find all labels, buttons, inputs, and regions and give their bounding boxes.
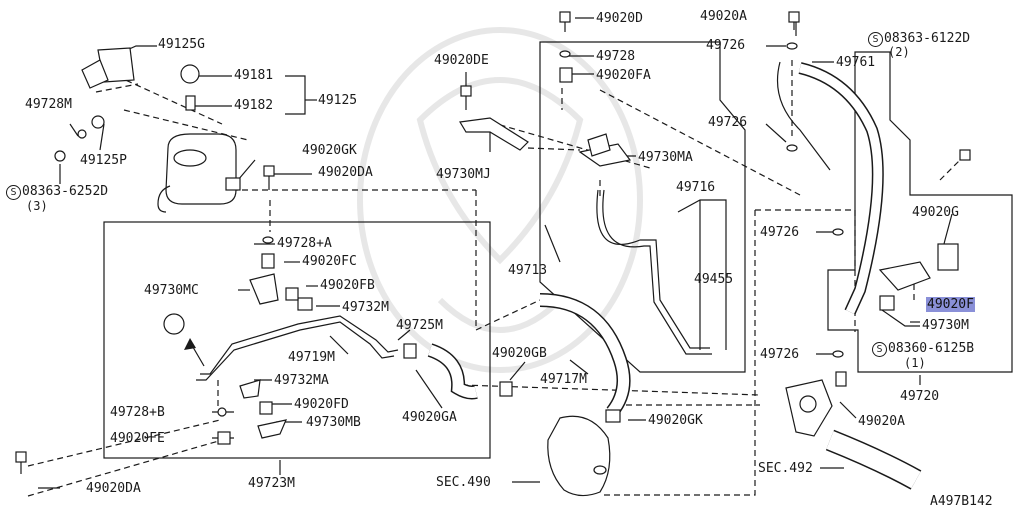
part-label-49020G: 49020G bbox=[912, 205, 959, 220]
part-label-49717M: 49717M bbox=[540, 372, 587, 387]
part-label-49020GK-bottom: 49020GK bbox=[648, 413, 703, 428]
part-label-49125: 49125 bbox=[318, 93, 358, 108]
part-number-08360-6125B: 08360-6125B bbox=[888, 341, 975, 356]
leader-lines bbox=[38, 17, 953, 489]
part-label-49182: 49182 bbox=[234, 98, 274, 113]
highlighted-part-49020F[interactable]: 49020F bbox=[926, 297, 975, 312]
part-label-49726-1: 49726 bbox=[706, 38, 746, 53]
part-label-49726-4: 49726 bbox=[760, 347, 800, 362]
part-label-49730MC: 49730MC bbox=[144, 283, 199, 298]
part-label-49720: 49720 bbox=[900, 389, 940, 404]
part-label-49020A-bottom: 49020A bbox=[858, 414, 905, 429]
part-label-49732MA: 49732MA bbox=[274, 373, 329, 388]
part-label-49020DA-top: 49020DA bbox=[318, 165, 373, 180]
qty-08363-6252D: (3) bbox=[26, 199, 48, 213]
s-symbol: S bbox=[872, 342, 887, 357]
part-label-49455: 49455 bbox=[694, 272, 734, 287]
part-number-08363-6252D: 08363-6252D bbox=[22, 184, 109, 199]
qty-08360-6125B: (1) bbox=[904, 356, 926, 370]
part-label-49020FC: 49020FC bbox=[302, 254, 357, 269]
part-label-49020DE: 49020DE bbox=[434, 53, 489, 68]
part-label-49020F: 49020F bbox=[926, 297, 975, 312]
part-label-49020FB: 49020FB bbox=[320, 278, 375, 293]
part-label-49730M: 49730M bbox=[922, 318, 969, 333]
s-symbol: S bbox=[868, 32, 883, 47]
part-label-49713: 49713 bbox=[508, 263, 548, 278]
section-label-sec492: SEC.492 bbox=[758, 461, 813, 476]
box-49723M bbox=[103, 221, 491, 459]
part-label-49020GB: 49020GB bbox=[492, 346, 547, 361]
part-label-49726-2: 49726 bbox=[708, 115, 748, 130]
dashed-leaders bbox=[27, 60, 961, 497]
part-label-49020FE: 49020FE bbox=[110, 431, 165, 446]
part-label-49761: 49761 bbox=[836, 55, 876, 70]
part-number-08363-6122D: 08363-6122D bbox=[884, 31, 971, 46]
part-label-49020D: 49020D bbox=[596, 11, 643, 26]
part-label-49020DA-bottom: 49020DA bbox=[86, 481, 141, 496]
part-label-49125G: 49125G bbox=[158, 37, 205, 52]
part-label-49730MA: 49730MA bbox=[638, 150, 693, 165]
part-label-49716: 49716 bbox=[676, 180, 716, 195]
part-label-49728M: 49728M bbox=[25, 97, 72, 112]
part-label-49732M: 49732M bbox=[342, 300, 389, 315]
part-label-49728: 49728 bbox=[596, 49, 636, 64]
part-label-49723M: 49723M bbox=[248, 476, 295, 491]
part-label-49719M: 49719M bbox=[288, 350, 335, 365]
part-label-49181: 49181 bbox=[234, 68, 274, 83]
part-label-49020A-top: 49020A bbox=[700, 9, 747, 24]
part-label-49020FA: 49020FA bbox=[596, 68, 651, 83]
part-label-49730MB: 49730MB bbox=[306, 415, 361, 430]
pipe-shapes bbox=[196, 61, 831, 381]
part-label-49020GK-top: 49020GK bbox=[302, 143, 357, 158]
part-label-49020FD: 49020FD bbox=[294, 397, 349, 412]
reservoir-tank-shape bbox=[54, 47, 237, 213]
part-label-49726-3: 49726 bbox=[760, 225, 800, 240]
part-label-49125P: 49125P bbox=[80, 153, 127, 168]
section-label-sec490: SEC.490 bbox=[436, 475, 491, 490]
part-label-49728-A: 49728+A bbox=[277, 236, 332, 251]
qty-08363-6122D: (2) bbox=[888, 45, 910, 59]
arrow-shaft bbox=[189, 341, 205, 367]
s-symbol: S bbox=[6, 185, 21, 200]
hose-shapes bbox=[427, 62, 922, 490]
watermark-emblem bbox=[357, 27, 643, 373]
bracket-shapes bbox=[163, 117, 931, 439]
fitting-shapes bbox=[15, 11, 971, 474]
diagram-code: A497B142 bbox=[930, 494, 993, 509]
part-label-49728-B: 49728+B bbox=[110, 405, 165, 420]
part-label-49020GA: 49020GA bbox=[402, 410, 457, 425]
part-label-49725M: 49725M bbox=[396, 318, 443, 333]
part-label-49730MJ: 49730MJ bbox=[436, 167, 491, 182]
box-49720 bbox=[827, 51, 1013, 373]
pump-shapes bbox=[547, 379, 833, 497]
